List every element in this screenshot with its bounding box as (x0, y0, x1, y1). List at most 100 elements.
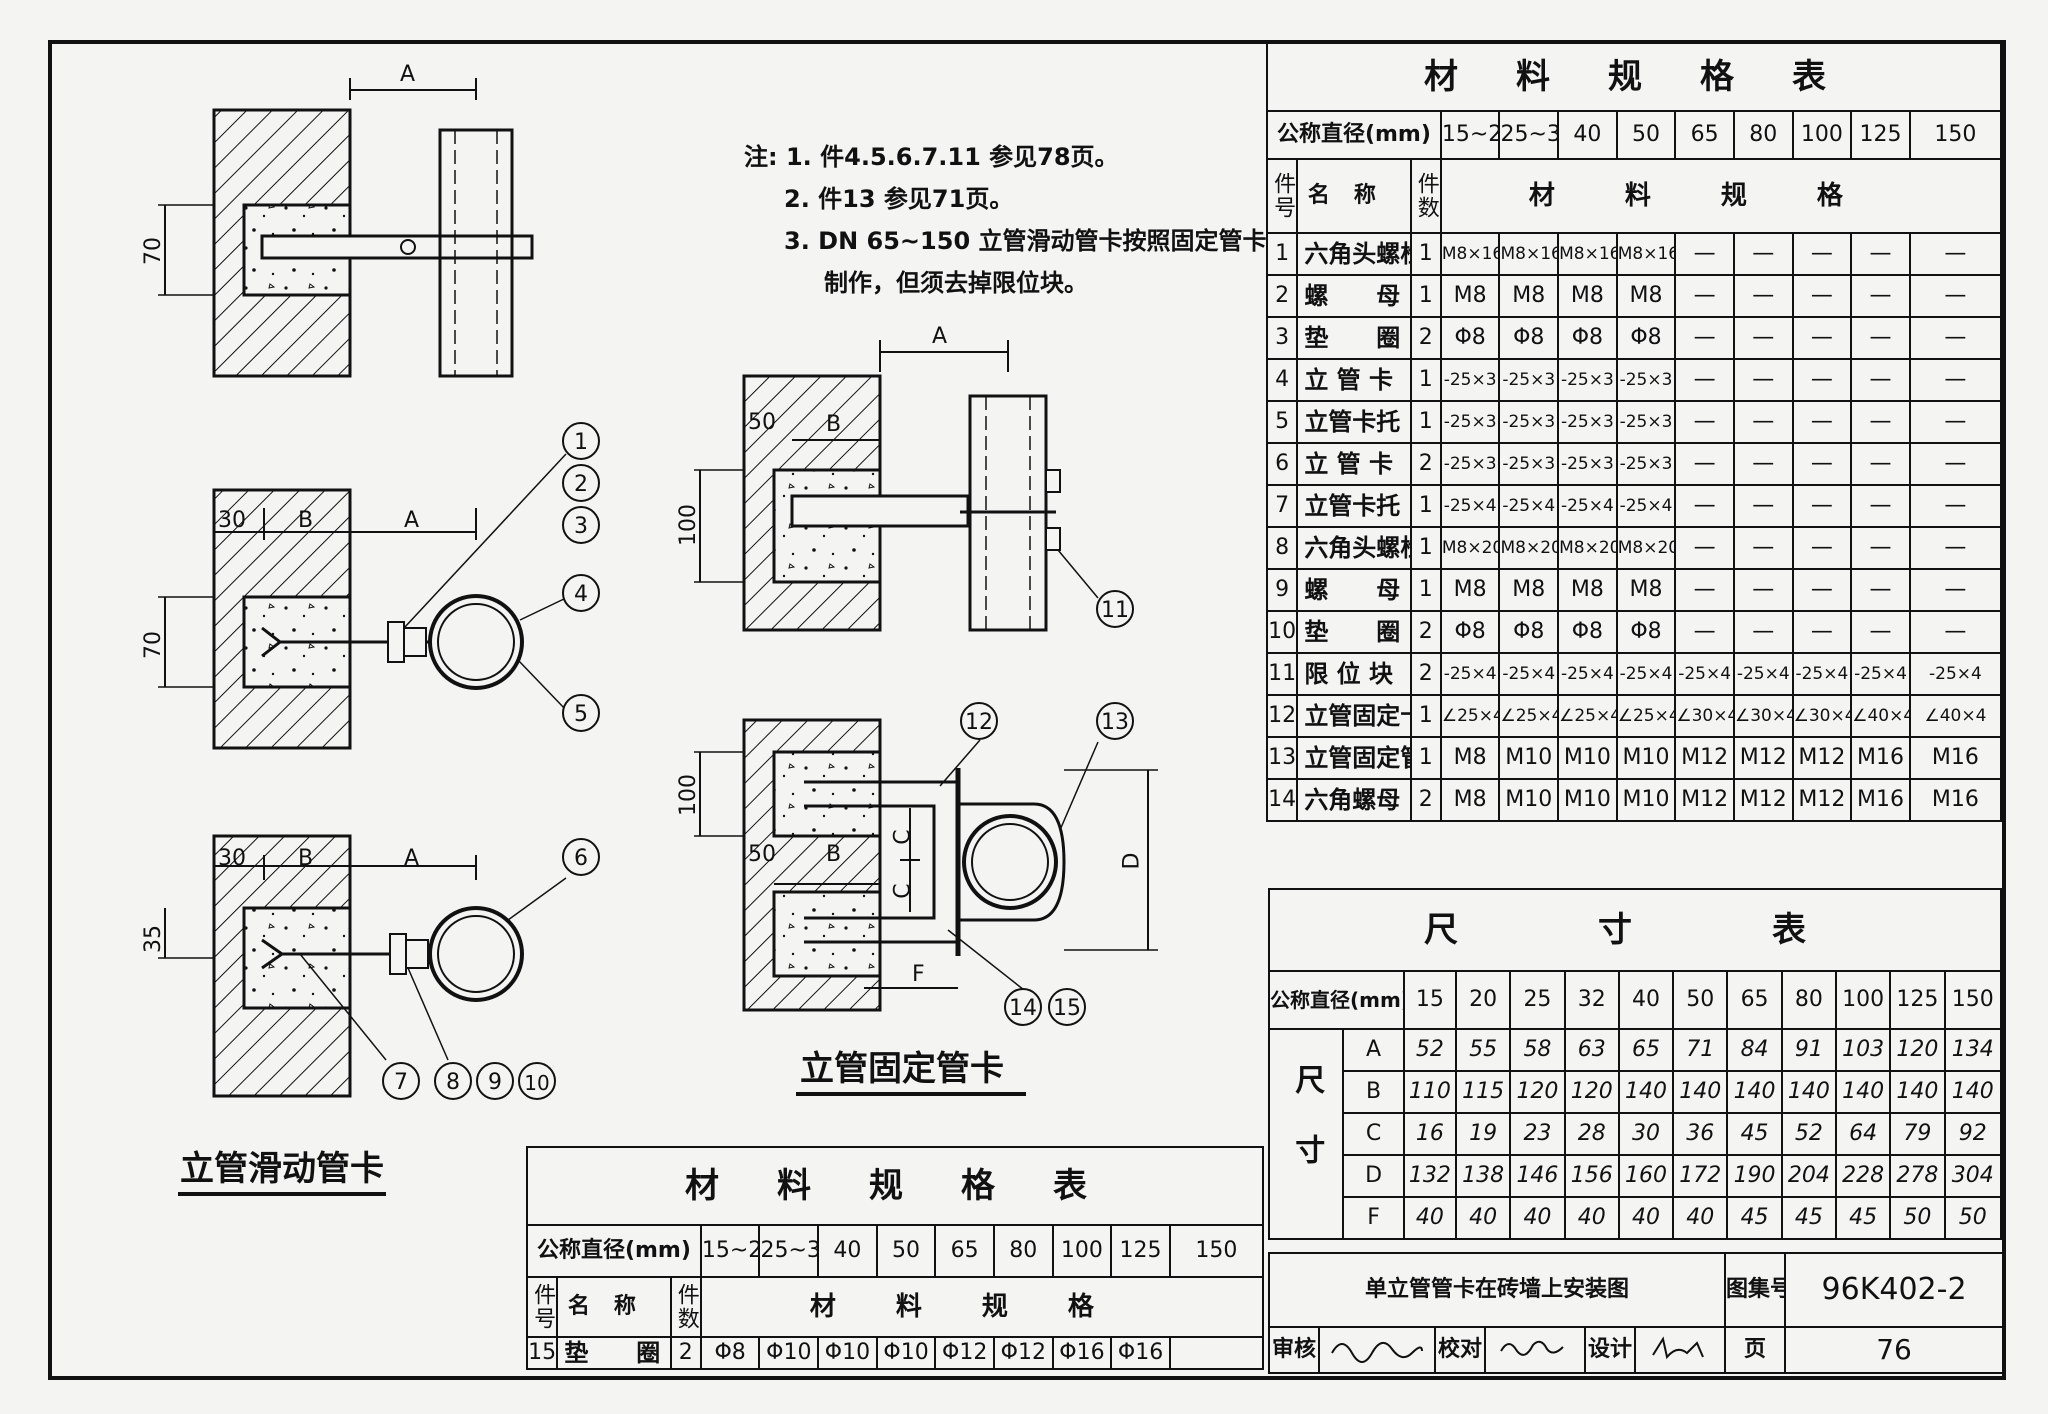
size-col: 25~32 (1498, 110, 1560, 160)
row-value: M8 (1557, 274, 1618, 318)
row-no: 10 (1265, 610, 1299, 654)
page-label: 页 (1724, 1326, 1787, 1374)
row-value: Φ8 (1498, 610, 1560, 654)
dim-30-1: 30 (218, 508, 246, 533)
size-col: 65 (1674, 110, 1735, 160)
row-value: M8 (1439, 778, 1501, 822)
title-block: 单立管管卡在砖墙上安装图 图集号 96K402-2 审核 校对 设计 页 76 (1267, 1252, 2005, 1374)
row-value: -25×4 (1850, 652, 1911, 696)
dim-value: 16 (1402, 1112, 1458, 1156)
bottom-size-col: 15~20 (699, 1224, 761, 1278)
size-col: 125 (1850, 110, 1911, 160)
dim-value: 190 (1726, 1154, 1783, 1198)
callout-10: 10 (518, 1062, 556, 1100)
row-no: 5 (1265, 400, 1299, 444)
row-name: 螺 母 (1296, 274, 1412, 318)
dim-row-key: F (1342, 1196, 1405, 1240)
row-value: — (1850, 442, 1911, 486)
dim-value: 23 (1509, 1112, 1566, 1156)
caption-fixed-clamp: 立管固定管卡 (800, 1049, 1004, 1089)
dim-value: 40 (1509, 1196, 1566, 1240)
dim-value: 45 (1726, 1112, 1783, 1156)
dim-value: 40 (1402, 1196, 1458, 1240)
dim-size-col: 15 (1402, 970, 1458, 1030)
row-value: -25×3 (1439, 400, 1501, 444)
row-value: -25×4 (1439, 652, 1501, 696)
row-value: ∠40×4 (1908, 694, 2003, 738)
dim-value: 45 (1834, 1196, 1892, 1240)
row-name: 垫 圈 (556, 1336, 672, 1370)
table-row: 12立管固定卡托1∠25×4∠25×4∠25×4∠25×4∠30×4∠30×4∠… (1265, 694, 2003, 738)
dim-value: 40 (1672, 1196, 1729, 1240)
row-value: Φ10 (758, 1336, 820, 1370)
dim-value: 50 (1889, 1196, 1946, 1240)
fig-sliding-elevation (158, 78, 534, 378)
row-value: — (1674, 484, 1735, 528)
row-value: M10 (1498, 778, 1560, 822)
fig-sliding-plan (158, 453, 567, 750)
dim-value: 115 (1455, 1070, 1512, 1114)
row-qty: 1 (1409, 694, 1442, 738)
note-1: 1. 件4.5.6.7.11 参见78页。 (785, 143, 1119, 171)
dim-size-col: 100 (1834, 970, 1892, 1030)
dim-value: 172 (1672, 1154, 1729, 1198)
row-qty: 2 (669, 1336, 702, 1370)
row-value: Φ8 (1615, 316, 1677, 360)
bottom-col-spec: 材料规格 (699, 1276, 1265, 1338)
row-value: — (1850, 568, 1911, 612)
bottom-nominal-label: 公称直径(mm) (526, 1224, 702, 1278)
row-value: Φ16 (1051, 1336, 1113, 1370)
callout-5: 5 (562, 694, 600, 732)
dim-C-2: C (890, 883, 916, 899)
dim-value: 304 (1943, 1154, 2003, 1198)
row-value: M8×16 (1498, 232, 1560, 276)
row-value: — (1791, 274, 1853, 318)
row-value: M16 (1908, 736, 2003, 780)
row-value: M12 (1674, 778, 1735, 822)
bottom-size-col: 50 (875, 1224, 937, 1278)
dim-35: 35 (141, 925, 166, 953)
row-value: M8×20 (1498, 526, 1560, 570)
size-col: 15~20 (1439, 110, 1501, 160)
dim-size-col: 20 (1455, 970, 1512, 1030)
size-col: 50 (1615, 110, 1677, 160)
bottom-size-col: 65 (934, 1224, 995, 1278)
row-name: 六角螺母 (1296, 778, 1412, 822)
row-value: ∠40×4 (1850, 694, 1911, 738)
dim-value: 160 (1617, 1154, 1675, 1198)
dim-value: 71 (1672, 1028, 1729, 1072)
row-value: — (1791, 442, 1853, 486)
row-qty: 1 (1409, 274, 1442, 318)
row-value: — (1732, 358, 1794, 402)
row-value: — (1791, 526, 1853, 570)
row-value: M12 (1732, 736, 1794, 780)
row-no: 11 (1265, 652, 1299, 696)
callout-1: 1 (562, 422, 600, 460)
dim-value: 55 (1455, 1028, 1512, 1072)
dimension-table: 尺寸表 公称直径(mm) 15 20 25 32 40 50 65 80 100… (1267, 888, 2003, 1240)
callout-13: 13 (1096, 702, 1134, 740)
row-no: 12 (1265, 694, 1299, 738)
row-value: — (1850, 358, 1911, 402)
row-value: -25×4 (1439, 484, 1501, 528)
dim-value: 45 (1726, 1196, 1783, 1240)
row-value: M12 (1791, 736, 1853, 780)
atlas-number: 96K402-2 (1784, 1252, 2005, 1328)
row-qty: 2 (1409, 610, 1442, 654)
check-signature (1484, 1326, 1586, 1374)
dim-value: 140 (1780, 1070, 1837, 1114)
dim-A-4: A (932, 324, 948, 349)
dim-value: 132 (1402, 1154, 1458, 1198)
row-value: ∠30×4 (1791, 694, 1853, 738)
size-col: 150 (1908, 110, 2003, 160)
dim-value: 103 (1834, 1028, 1892, 1072)
